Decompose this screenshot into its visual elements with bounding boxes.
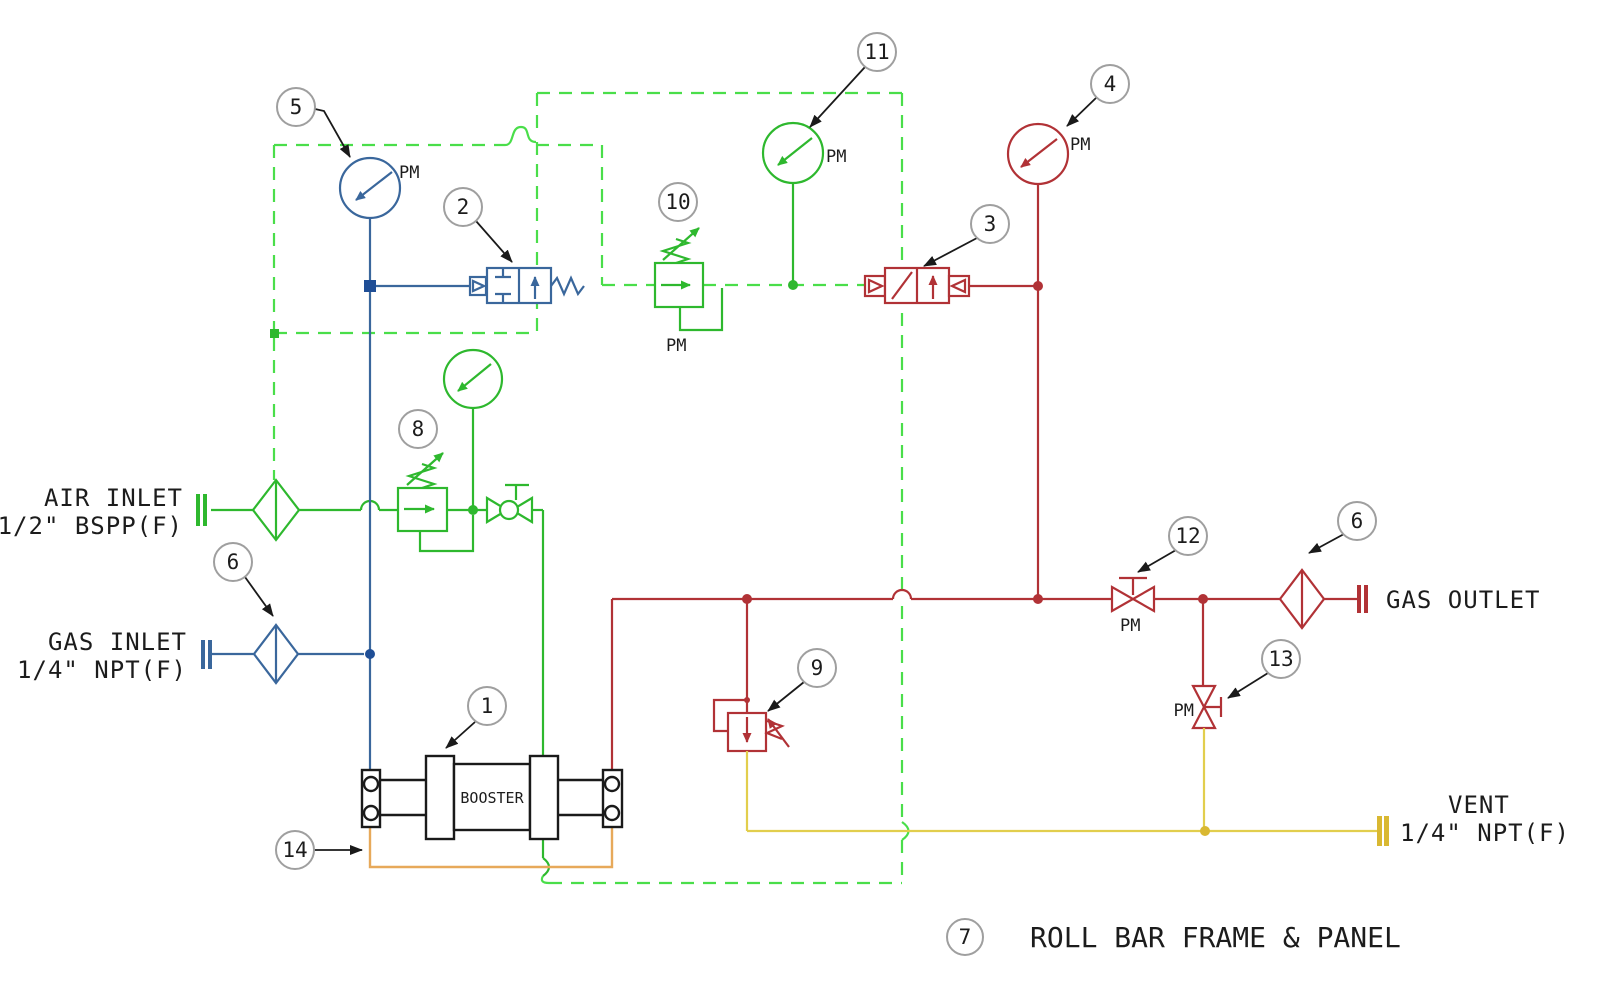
balloon-13: 13 [1261,639,1301,679]
needle-valve-12 [1110,576,1156,613]
air-inlet-label-2: 1/2" BSPP(F) [0,512,183,540]
svg-text:4: 4 [1104,72,1117,96]
note-7-text: ROLL BAR FRAME & PANEL [1030,921,1401,954]
gas-outlet-line [610,588,1357,770]
gas-gauge-4 [1006,122,1070,282]
svg-text:11: 11 [864,40,889,64]
pm-label-gauge-5: PM [399,163,419,183]
svg-text:14: 14 [282,838,307,862]
junction-dot [1200,826,1210,836]
booster-vent-loop-14 [368,827,614,869]
balloon-6-gas-outlet: 6 [1337,501,1377,541]
air-regulator-8 [396,452,475,553]
balloon-8: 8 [398,409,438,449]
svg-text:2: 2 [457,195,470,219]
pm-label-valve-12: PM [1120,616,1140,636]
air-inlet-port [196,494,207,526]
gas-outlet-port [1357,585,1368,613]
pm-label-regulator-10: PM [666,336,686,356]
needle-valve-13 [1191,684,1223,730]
air-ball-valve [485,483,534,524]
gas-outlet-label: GAS OUTLET [1386,586,1541,614]
pilot-node-square [270,329,279,338]
svg-text:6: 6 [227,550,240,574]
balloon-2: 2 [443,187,483,227]
booster-drive-line [532,508,551,885]
balloon-6-gas-inlet: 6 [213,542,253,582]
svg-text:9: 9 [811,656,824,680]
balloon-3: 3 [970,204,1010,244]
relief-valve-9 [712,697,790,753]
port-labels: AIR INLET 1/2" BSPP(F) GAS INLET 1/4" NP… [0,484,1570,847]
pilot-operated-valve-3 [863,266,1038,305]
svg-text:8: 8 [412,417,425,441]
svg-text:12: 12 [1175,524,1200,548]
gas-inlet-filter-6 [212,623,364,685]
note-roll-bar-frame: 7 ROLL BAR FRAME & PANEL [946,918,1401,956]
balloon-leaders [244,66,1345,855]
pm-label-gauge-4: PM [1070,135,1090,155]
junction-square [364,280,376,292]
vent-line [745,728,1377,833]
balloon-5: 5 [276,87,316,127]
balloon-9: 9 [797,648,837,688]
junction-dot [365,649,375,659]
air-regulator-gauge [442,348,504,506]
svg-text:3: 3 [984,212,997,236]
air-inlet-label-1: AIR INLET [44,484,183,512]
vent-port [1377,816,1389,846]
pm-label-gauge-11: PM [826,147,846,167]
vent-label-2: 1/4" NPT(F) [1400,819,1570,847]
air-inlet-filter [211,478,301,542]
balloon-14: 14 [275,830,315,870]
gas-inlet-label-2: 1/4" NPT(F) [17,656,187,684]
gas-inlet-label-1: GAS INLET [48,628,187,656]
booster-1: BOOSTER [360,754,624,841]
pilot-gauge-11 [761,121,825,281]
svg-text:13: 13 [1268,647,1293,671]
balloon-10: 10 [658,182,698,222]
svg-text:1: 1 [481,694,494,718]
svg-text:10: 10 [665,190,690,214]
balloon-11: 11 [857,32,897,72]
line-hop [891,588,913,600]
junction-dot [788,280,798,290]
air-pilot-gauge-5 [338,156,402,280]
balloon-12: 12 [1168,516,1208,556]
gas-outlet-filter-6 [1278,568,1326,630]
gas-inlet-port [201,640,212,669]
air-supply-line [299,499,487,512]
vent-label-1: VENT [1448,791,1510,819]
svg-text:5: 5 [290,95,303,119]
pilot-valve-2 [468,266,585,305]
balloon-1: 1 [467,686,507,726]
booster-label: BOOSTER [460,789,524,807]
pilot-regulator-10 [653,227,724,332]
balloon-4: 4 [1090,64,1130,104]
junction-dot [1033,594,1043,604]
svg-text:6: 6 [1351,509,1364,533]
pm-label-valve-13: PM [1174,701,1194,721]
svg-text:7: 7 [959,925,972,949]
junction-dot [468,505,478,515]
